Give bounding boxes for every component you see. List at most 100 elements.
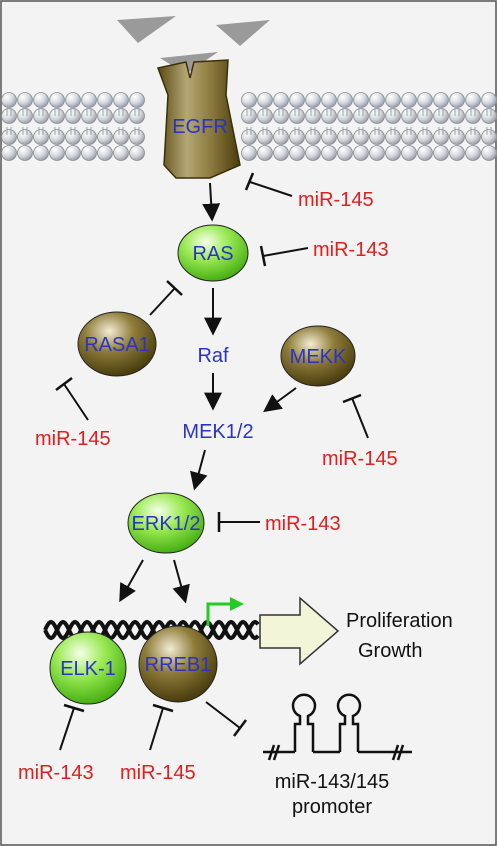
membrane-lipid [273, 92, 289, 108]
mekk-label: MEKK [290, 346, 347, 368]
mir-label-rreb1: miR-145 [120, 762, 196, 784]
dna-strand [43, 619, 260, 641]
membrane-lipid [369, 145, 385, 161]
membrane-lipid [353, 108, 369, 124]
arrow-mekk-to-mek [263, 387, 297, 413]
inhibit-bar-elk1 [63, 703, 85, 713]
membrane-lipid [65, 92, 81, 108]
membrane-lipid [385, 108, 401, 124]
membrane-lipid [113, 145, 129, 161]
membrane-lipid [337, 108, 353, 124]
membrane-lipid [321, 108, 337, 124]
inhibit-bar-promoter [233, 719, 247, 737]
membrane-lipid [417, 108, 433, 124]
membrane-lipid [1, 92, 17, 108]
promoter-label-line2: promoter [292, 796, 372, 818]
membrane-lipid [129, 108, 145, 124]
membrane-lipid [97, 129, 113, 145]
membrane-lipid [337, 129, 353, 145]
membrane-lipid [1, 129, 17, 145]
membrane-lipid [97, 108, 113, 124]
membrane-lipid [337, 145, 353, 161]
membrane-lipid [369, 92, 385, 108]
membrane-lipid [321, 92, 337, 108]
membrane-lipid [273, 145, 289, 161]
membrane-lipid [113, 92, 129, 108]
membrane-lipid [273, 108, 289, 124]
membrane-lipid [433, 92, 449, 108]
arrow-erk-to-rreb1 [172, 559, 190, 604]
mek12-label: MEK1/2 [182, 421, 253, 443]
rasa1-node [77, 311, 157, 377]
outcome-arrow [259, 596, 340, 666]
membrane-lipid [97, 92, 113, 108]
membrane-lipid [401, 145, 417, 161]
membrane-lipid [353, 92, 369, 108]
membrane-lipid [289, 145, 305, 161]
membrane-lipid [321, 129, 337, 145]
membrane-lipid [305, 145, 321, 161]
membrane-lipid [49, 129, 65, 145]
membrane-lipid [129, 92, 145, 108]
membrane-lipid [257, 92, 273, 108]
inhibit-bar-rasa1 [55, 377, 73, 391]
ligand-triangle [117, 16, 176, 43]
membrane-lipid [449, 108, 465, 124]
membrane-lipid [481, 108, 497, 124]
inhibit-line-egfr [249, 181, 293, 197]
elk1-label: ELK-1 [60, 658, 116, 680]
membrane-lipid [401, 129, 417, 145]
inhibit-bar-egfr [244, 172, 255, 191]
erk12-node [127, 492, 205, 554]
membrane-lipid [33, 129, 49, 145]
membrane-lipid [417, 145, 433, 161]
membrane-lipid [289, 108, 305, 124]
membrane-lipid [113, 108, 129, 124]
outcome-label-growth: Growth [358, 640, 422, 662]
inhibit-bar-rreb1 [152, 703, 174, 713]
raf-label: Raf [197, 345, 229, 367]
membrane-lipid [401, 108, 417, 124]
transcription-start-arrowhead [230, 597, 244, 611]
membrane-lipid [81, 145, 97, 161]
elk1-node [49, 631, 127, 705]
inhibit-line-rreb1 [149, 707, 164, 751]
inhibit-bar-rasa1-ras [166, 280, 183, 296]
membrane-lipid [289, 92, 305, 108]
membrane-lipid [401, 92, 417, 108]
membrane-lipid [433, 129, 449, 145]
membrane-lipid [65, 145, 81, 161]
inhibit-bar-ras [259, 245, 267, 267]
membrane-lipid [241, 92, 257, 108]
arrow-egfr-to-ras [202, 182, 221, 222]
membrane-lipid [465, 145, 481, 161]
membrane-lipid [417, 129, 433, 145]
membrane-lipid [481, 92, 497, 108]
membrane-lipid [257, 145, 273, 161]
inhibit-line-ras [262, 247, 309, 257]
membrane-lipid [17, 92, 33, 108]
membrane-lipid [49, 145, 65, 161]
ras-label: RAS [192, 243, 233, 265]
mir-label-mekk: miR-145 [322, 448, 398, 470]
dna-helix [43, 619, 260, 641]
membrane-lipid [81, 92, 97, 108]
egfr-receptor [156, 59, 241, 179]
membrane-lipid [369, 108, 385, 124]
membrane-lipid [129, 145, 145, 161]
membrane-lipid [65, 129, 81, 145]
membrane-lipid [241, 145, 257, 161]
mir-label-rasa1: miR-145 [35, 428, 111, 450]
membrane-lipid [465, 108, 481, 124]
membrane-lipid [257, 108, 273, 124]
membrane-lipid [353, 145, 369, 161]
inhibit-line-elk1 [59, 707, 75, 751]
membrane-lipid [305, 108, 321, 124]
membrane-lipid [81, 108, 97, 124]
membrane-lipid [129, 129, 145, 145]
cell-membrane [1, 92, 497, 161]
membrane-lipid [257, 129, 273, 145]
mir-hairpin-locus [263, 693, 412, 761]
membrane-lipid [385, 129, 401, 145]
